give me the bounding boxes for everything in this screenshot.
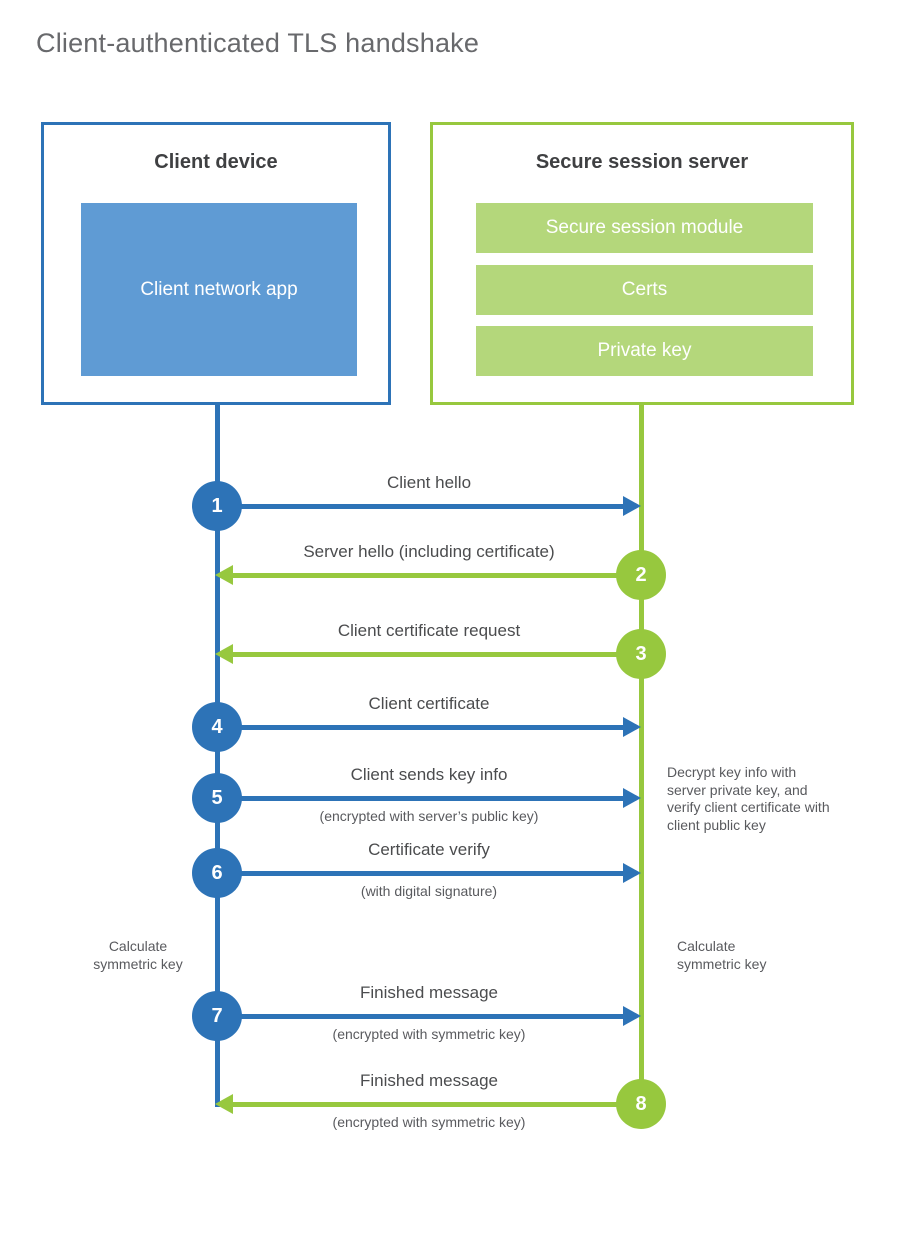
- step-6: Certificate verify 6 (with digital signa…: [192, 833, 666, 913]
- step-8-sublabel: (encrypted with symmetric key): [332, 1114, 526, 1130]
- step-1-number-badge: 1: [192, 481, 242, 531]
- secure-session-server-title: Secure session server: [535, 151, 749, 173]
- step-3-number-badge: 3: [616, 629, 666, 679]
- server-decrypt-note: Decrypt key info with server private key…: [667, 764, 830, 833]
- arrow-right-icon: [623, 716, 641, 737]
- step-8-number-badge: 8: [616, 1079, 666, 1129]
- step-6-number-badge: 6: [192, 848, 242, 898]
- step-2: Server hello (including certificate) 2: [192, 535, 666, 615]
- step-8-label: Finished message: [360, 1071, 498, 1090]
- step-7-sublabel: (encrypted with symmetric key): [332, 1026, 526, 1042]
- arrow-right-icon: [623, 787, 641, 808]
- step-5-sublabel: (encrypted with server’s public key): [319, 808, 539, 824]
- step-6-label: Certificate verify: [368, 840, 490, 859]
- arrow-left-icon: [215, 564, 233, 585]
- client-device-box: Client device Client network app: [41, 122, 391, 405]
- step-4-label: Client certificate: [368, 694, 490, 713]
- step-5: Client sends key info 5 (encrypted with …: [192, 758, 666, 838]
- step-5-label: Client sends key info: [350, 765, 508, 784]
- step-3-label: Client certificate request: [337, 621, 521, 640]
- certs-box: Certs: [476, 265, 813, 315]
- client-network-app-box: Client network app: [81, 203, 357, 376]
- step-7-label: Finished message: [360, 983, 498, 1002]
- arrow-line: [217, 724, 624, 730]
- step-8: Finished message 8 (encrypted with symme…: [192, 1064, 666, 1144]
- step-2-number-badge: 2: [616, 550, 666, 600]
- step-7-number-badge: 7: [192, 991, 242, 1041]
- arrow-right-icon: [623, 1005, 641, 1026]
- step-7: Finished message 7 (encrypted with symme…: [192, 976, 666, 1056]
- step-4-number-badge: 4: [192, 702, 242, 752]
- step-1-label: Client hello: [386, 473, 472, 492]
- arrow-line: [232, 651, 641, 657]
- step-5-number-badge: 5: [192, 773, 242, 823]
- step-1: Client hello 1: [192, 466, 666, 546]
- arrow-line: [217, 503, 624, 509]
- server-lifeline: [638, 405, 644, 1104]
- step-4: Client certificate 4: [192, 687, 666, 767]
- secure-session-module-box: Secure session module: [476, 203, 813, 253]
- arrow-right-icon: [623, 495, 641, 516]
- private-key-box: Private key: [476, 326, 813, 376]
- arrow-line: [232, 1101, 641, 1107]
- page-title: Client-authenticated TLS handshake: [36, 28, 480, 58]
- arrow-left-icon: [215, 643, 233, 664]
- step-2-label: Server hello (including certificate): [303, 542, 555, 561]
- arrow-right-icon: [623, 862, 641, 883]
- step-3: Client certificate request 3: [192, 614, 666, 694]
- arrow-line: [217, 1013, 624, 1019]
- arrow-line: [217, 795, 624, 801]
- arrow-line: [217, 870, 624, 876]
- client-calculate-symmetric-key-note: Calculate symmetric key: [93, 938, 183, 972]
- client-lifeline: [214, 405, 220, 1107]
- client-device-title: Client device: [154, 151, 278, 173]
- arrow-line: [232, 572, 641, 578]
- arrow-left-icon: [215, 1093, 233, 1114]
- step-6-sublabel: (with digital signature): [360, 883, 498, 899]
- client-network-app-label: Client network app: [140, 278, 298, 300]
- secure-session-server-box: Secure session server Secure session mod…: [430, 122, 854, 405]
- server-calculate-symmetric-key-note: Calculate symmetric key: [677, 938, 767, 972]
